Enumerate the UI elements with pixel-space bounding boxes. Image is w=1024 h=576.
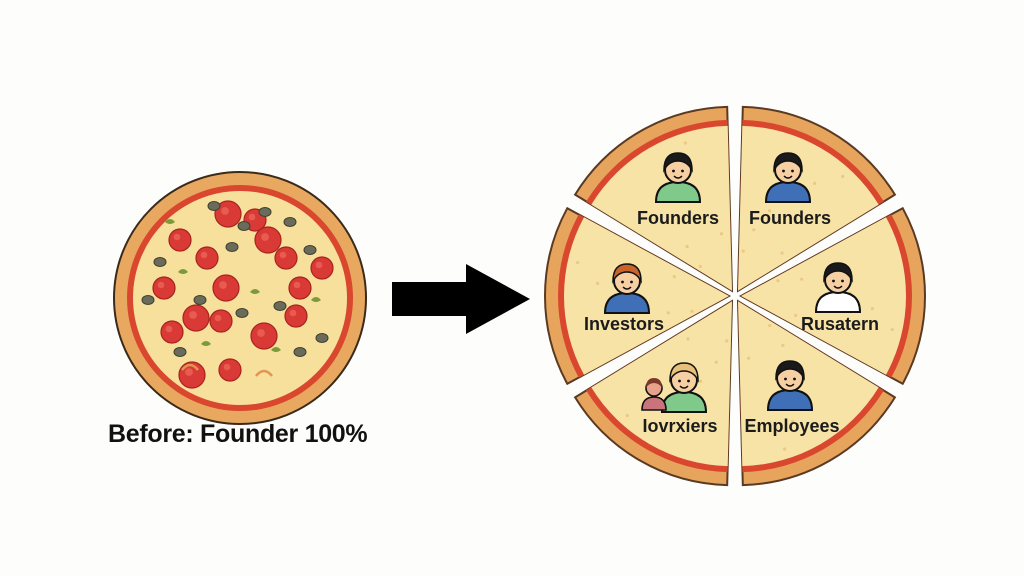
person-icon [814, 262, 862, 313]
cheese-swirl [255, 369, 273, 377]
pepperoni [178, 361, 206, 389]
founder-person-icon [764, 152, 812, 203]
slice-label: Employees [744, 416, 839, 436]
olive [207, 201, 221, 211]
olive [141, 295, 155, 305]
pizza-slice [573, 105, 734, 293]
olive [237, 221, 251, 231]
olive [173, 347, 187, 357]
slice-label: Iovrxiers [642, 416, 717, 436]
olive [283, 217, 297, 227]
olive [315, 333, 329, 343]
olive [258, 207, 272, 217]
slice-label: Investors [584, 314, 664, 334]
herb [311, 297, 321, 302]
investor-person-icon [603, 263, 651, 314]
pepperoni [168, 228, 192, 252]
pepperoni [254, 226, 282, 254]
olive [273, 301, 287, 311]
pepperoni [209, 309, 233, 333]
pepperoni [182, 304, 210, 332]
pepperoni [288, 276, 312, 300]
pepperoni [284, 304, 308, 328]
herb [271, 347, 281, 352]
founder-person-icon [654, 152, 702, 203]
pepperoni [152, 276, 176, 300]
pepperoni [218, 358, 242, 382]
pepperoni [310, 256, 334, 280]
herb [178, 269, 188, 274]
whole-pizza-icon [113, 171, 367, 425]
cheese-swirl [181, 363, 199, 371]
employee-person-icon [766, 360, 814, 411]
herb [165, 219, 175, 224]
pepperoni [214, 200, 242, 228]
person-group-icon [641, 362, 708, 413]
pepperoni [212, 274, 240, 302]
olive [235, 308, 249, 318]
olive [193, 295, 207, 305]
pepperoni [274, 246, 298, 270]
pepperoni [250, 322, 278, 350]
pepperoni [195, 246, 219, 270]
olive [153, 257, 167, 267]
slice-label: Founders [637, 208, 719, 228]
pizza-slice [736, 299, 897, 487]
herb [201, 341, 211, 346]
slice-label: Founders [749, 208, 831, 228]
olive [303, 245, 317, 255]
herb [250, 289, 260, 294]
olive [225, 242, 239, 252]
before-caption: Before: Founder 100% [108, 420, 368, 448]
slice-label: Rusatern [801, 314, 879, 334]
olive [293, 347, 307, 357]
pepperoni [160, 320, 184, 344]
right-arrow-icon [392, 264, 530, 334]
